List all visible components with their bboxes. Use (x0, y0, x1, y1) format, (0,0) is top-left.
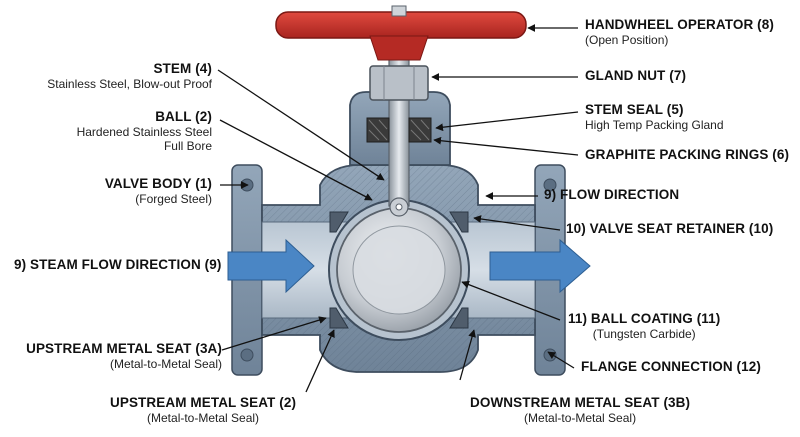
label-downstream-seat-title: DOWNSTREAM METAL SEAT (3B) (470, 395, 691, 410)
label-handwheel-title: HANDWHEEL OPERATOR (8) (585, 17, 774, 32)
label-graphite-title: GRAPHITE PACKING RINGS (6) (585, 147, 790, 162)
label-seat-retainer-title: 10) VALVE SEAT RETAINER (10) (566, 221, 774, 236)
label-ball-sub1: Hardened Stainless Steel (76, 124, 212, 139)
flow-arrow-in (227, 238, 315, 294)
label-upstream-3a: UPSTREAM METAL SEAT (3A) (Metal-to-Metal… (26, 341, 222, 371)
label-ball-coating: 11) BALL COATING (11) (Tungsten Carbide) (568, 311, 721, 341)
label-upstream-3a-title: UPSTREAM METAL SEAT (3A) (26, 341, 222, 356)
label-valve-body: VALVE BODY (1) (Forged Steel) (104, 176, 212, 206)
label-stem-seal-title: STEM SEAL (5) (585, 102, 684, 117)
label-steam-flow: 9) STEAM FLOW DIRECTION (9) (14, 257, 222, 273)
label-ball-title: BALL (2) (155, 109, 212, 124)
label-ball: BALL (2) Hardened Stainless Steel Full B… (76, 109, 212, 154)
label-flow-direction: 9) FLOW DIRECTION (544, 187, 680, 203)
stem (388, 15, 410, 217)
label-upstream-3a-sub: (Metal-to-Metal Seal) (109, 356, 222, 371)
label-gland-nut: GLAND NUT (7) (585, 68, 687, 84)
label-handwheel-sub: (Open Position) (585, 32, 669, 47)
label-flow-direction-title: 9) FLOW DIRECTION (544, 187, 680, 202)
label-flange: FLANGE CONNECTION (12) (581, 359, 761, 375)
label-valve-body-title: VALVE BODY (1) (104, 176, 212, 191)
label-ball-sub2: Full Bore (163, 139, 212, 154)
label-ball-coating-sub: (Tungsten Carbide) (592, 326, 696, 341)
label-valve-body-sub: (Forged Steel) (135, 191, 212, 206)
label-seat-retainer: 10) VALVE SEAT RETAINER (10) (566, 221, 774, 237)
label-downstream-seat-sub: (Metal-to-Metal Seal) (524, 410, 637, 425)
label-flange-title: FLANGE CONNECTION (12) (581, 359, 761, 374)
packing (366, 117, 432, 143)
label-upstream-2-title: UPSTREAM METAL SEAT (2) (110, 395, 297, 410)
label-upstream-2-sub: (Metal-to-Metal Seal) (147, 410, 260, 425)
label-ball-coating-title: 11) BALL COATING (11) (568, 311, 721, 326)
gland-nut (369, 65, 429, 101)
label-steam-flow-title: 9) STEAM FLOW DIRECTION (9) (14, 257, 222, 272)
label-graphite: GRAPHITE PACKING RINGS (6) (585, 147, 790, 163)
handwheel (275, 5, 527, 61)
flow-arrow-out (489, 238, 591, 294)
label-stem-title: STEM (4) (153, 61, 212, 76)
label-gland-nut-title: GLAND NUT (7) (585, 68, 687, 83)
label-stem-seal-sub: High Temp Packing Gland (585, 117, 724, 132)
seats (329, 211, 469, 329)
label-stem: STEM (4) Stainless Steel, Blow-out Proof (47, 61, 212, 91)
label-handwheel: HANDWHEEL OPERATOR (8) (Open Position) (585, 17, 774, 47)
label-upstream-2: UPSTREAM METAL SEAT (2) (Metal-to-Metal … (110, 395, 297, 425)
label-downstream-seat: DOWNSTREAM METAL SEAT (3B) (Metal-to-Met… (470, 395, 691, 425)
leader-lines (217, 24, 579, 393)
label-stem-sub: Stainless Steel, Blow-out Proof (47, 76, 212, 91)
label-stem-seal: STEM SEAL (5) High Temp Packing Gland (585, 102, 724, 132)
